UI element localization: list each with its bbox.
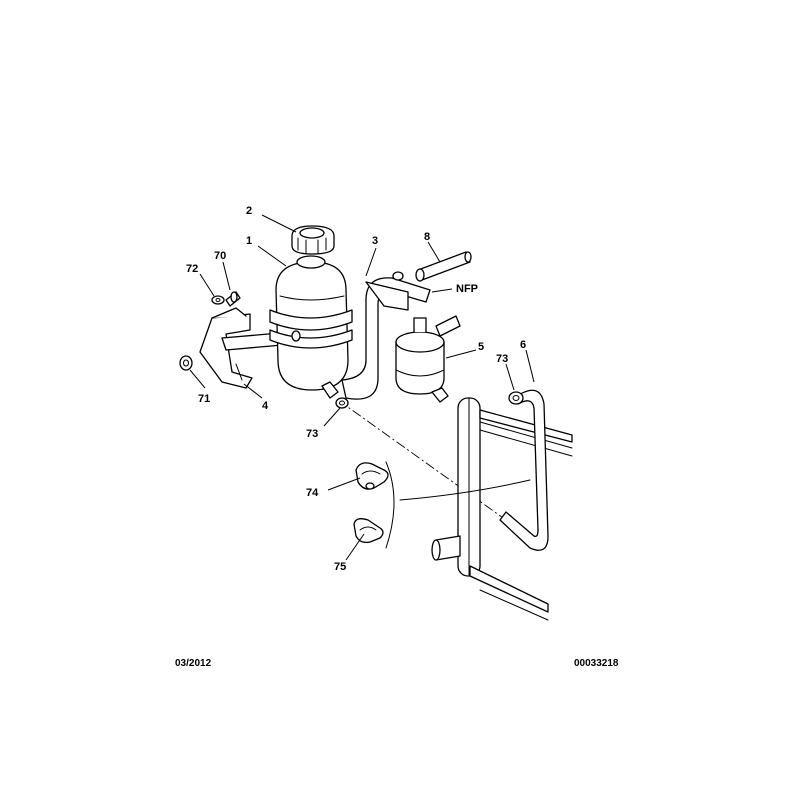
callout-70: 70 bbox=[214, 250, 226, 262]
radiator-hose bbox=[499, 389, 549, 551]
callout-4: 4 bbox=[262, 400, 269, 412]
callout-labels: 2 1 3 8 NFP 70 72 71 4 5 73 6 73 74 75 bbox=[186, 205, 526, 573]
hose-8 bbox=[415, 251, 472, 282]
leader-lines bbox=[189, 214, 535, 561]
callout-1: 1 bbox=[246, 235, 252, 247]
callout-71: 71 bbox=[198, 393, 210, 405]
radiator bbox=[431, 397, 573, 621]
overflow-hose bbox=[341, 271, 431, 400]
screw-71 bbox=[179, 355, 193, 371]
callout-5: 5 bbox=[478, 341, 484, 353]
footer-reference-number: 00033218 bbox=[574, 658, 619, 669]
callout-75: 75 bbox=[334, 561, 346, 573]
callout-6: 6 bbox=[520, 339, 526, 351]
callout-72: 72 bbox=[186, 263, 198, 275]
footer-date: 03/2012 bbox=[175, 658, 212, 669]
detail-arc bbox=[385, 461, 531, 549]
callout-2: 2 bbox=[246, 205, 252, 217]
hose-clip-73-right bbox=[508, 391, 524, 405]
callout-nfp: NFP bbox=[456, 283, 478, 295]
washer-72 bbox=[211, 295, 225, 305]
mounting-bracket bbox=[199, 307, 295, 389]
expansion-tank bbox=[269, 255, 353, 399]
callout-8: 8 bbox=[424, 231, 430, 243]
degassing-pot bbox=[395, 315, 461, 403]
bolt-70 bbox=[225, 291, 241, 307]
hose-clip-74 bbox=[355, 462, 389, 490]
hose-clip-75 bbox=[353, 518, 384, 544]
callout-73-left: 73 bbox=[306, 428, 318, 440]
filler-cap bbox=[291, 225, 335, 255]
hose-clip-73-left bbox=[335, 397, 349, 409]
alignment-line bbox=[337, 399, 521, 531]
callout-74: 74 bbox=[306, 487, 319, 499]
callout-73-right: 73 bbox=[496, 353, 508, 365]
callout-3: 3 bbox=[372, 235, 378, 247]
